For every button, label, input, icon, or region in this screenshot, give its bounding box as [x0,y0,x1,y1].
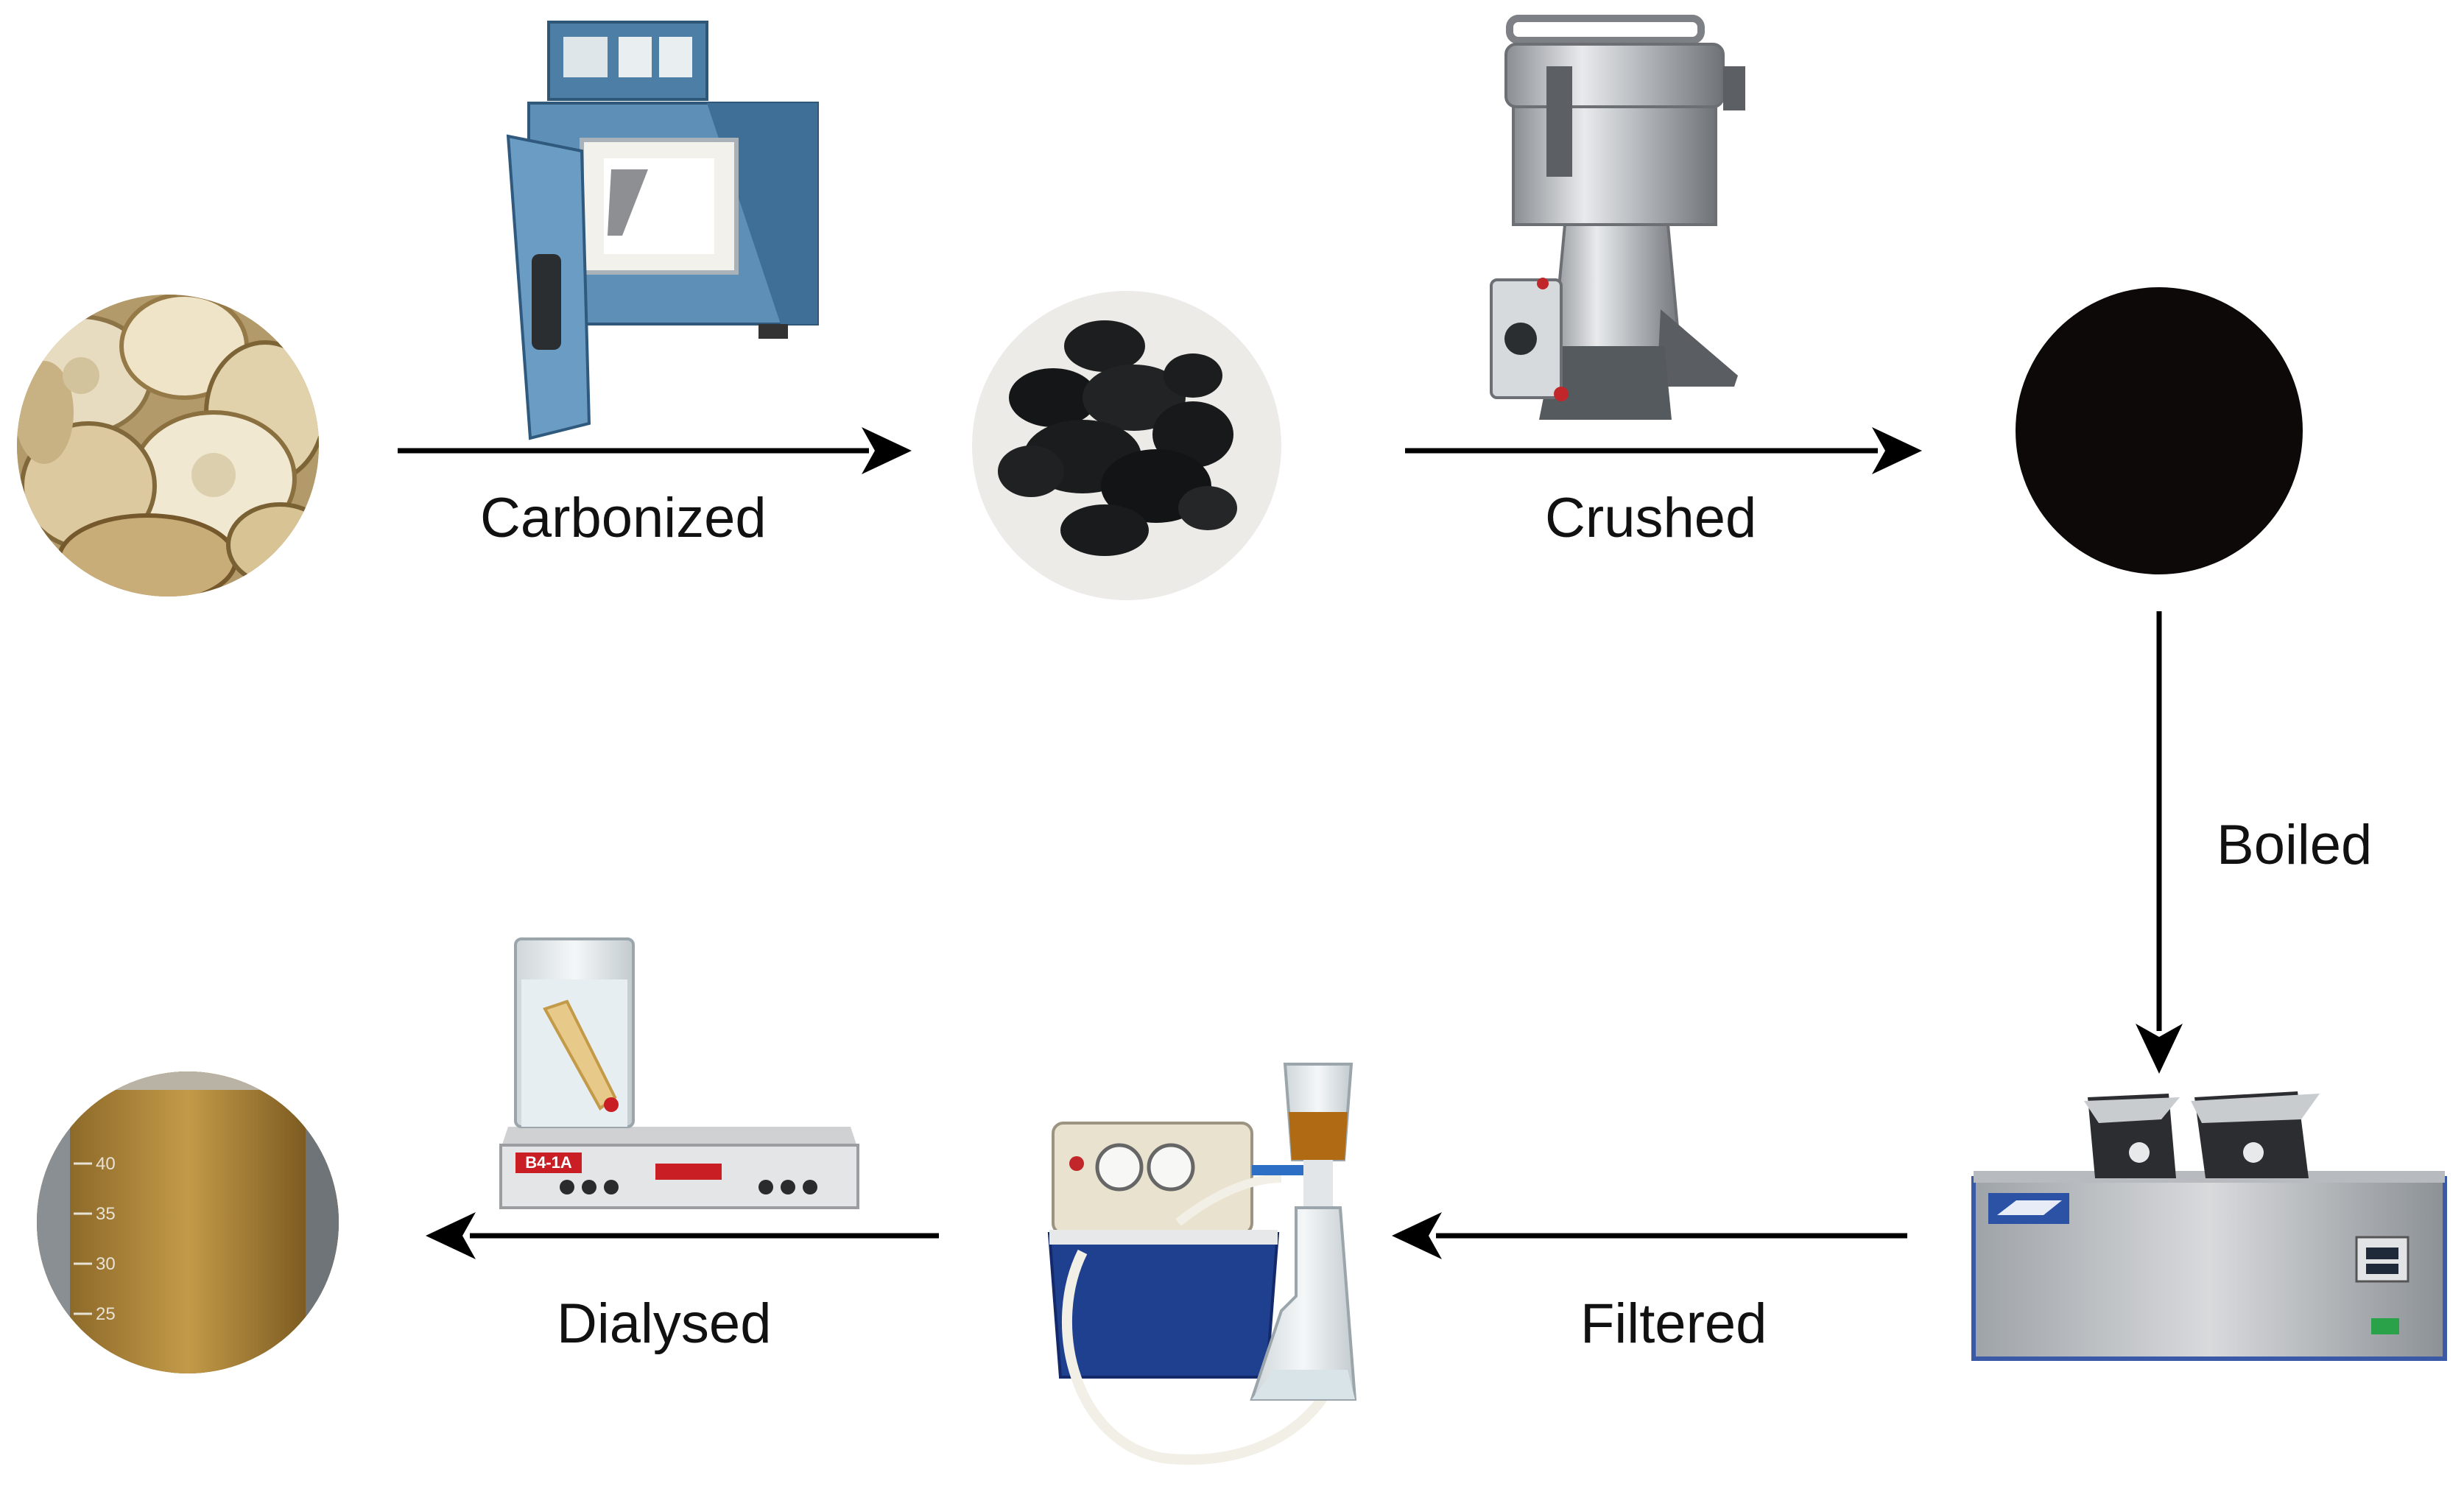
step-label-boiled: Boiled [2217,814,2373,876]
muffle-furnace-image [506,21,819,440]
raw-slices-image [17,295,319,597]
arrow-dialyse [426,1212,939,1259]
step-label-filtered: Filtered [1580,1292,1767,1355]
cylinder-tick-25: 25 [96,1304,116,1324]
charcoal-powder-image [2016,287,2303,574]
step-label-crushed: Crushed [1545,487,1757,549]
cylinder-ticks: 40 35 30 25 [74,1154,116,1324]
arrow-filter [1392,1212,1907,1259]
step-label-carbonized: Carbonized [480,487,767,549]
vacuum-filter-image [1047,1063,1357,1465]
arrow-crush [1405,427,1922,474]
cylinder-tick-30: 30 [96,1254,116,1274]
arrow-carbonize [398,427,912,474]
arrow-boil [2136,611,2183,1074]
step-label-dialysed: Dialysed [557,1292,772,1355]
charcoal-pieces-image [972,291,1281,600]
grinder-image [1490,15,1745,420]
magnetic-stirrer-image: B4-1A [499,937,859,1209]
cylinder-tick-40: 40 [96,1154,116,1174]
final-solution-image: 40 35 30 25 [37,1072,339,1373]
cylinder-tick-35: 35 [96,1204,116,1224]
water-bath-image [1971,1091,2447,1361]
stirrer-model-text: B4-1A [525,1153,572,1172]
